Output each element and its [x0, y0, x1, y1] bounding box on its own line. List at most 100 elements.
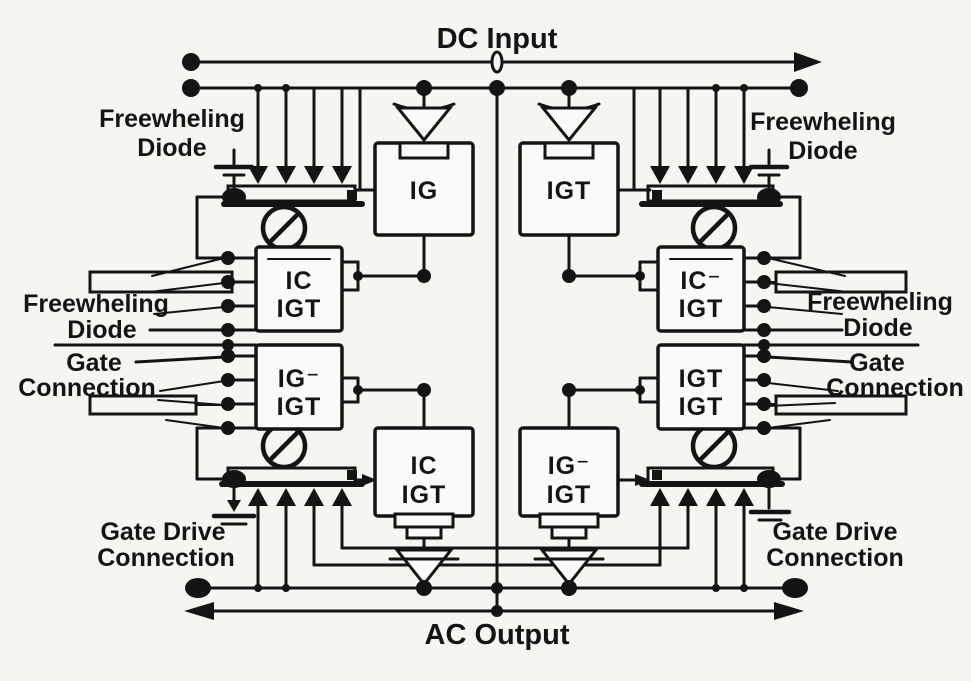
svg-text:Gate Drive: Gate Drive: [772, 518, 897, 546]
ac-output-label: AC Output: [425, 619, 570, 651]
busbar-top-right: [646, 184, 775, 203]
connector-upper-left: [340, 233, 431, 292]
igbt-module-top-right: IGT: [518, 141, 620, 237]
svg-text:Gate Drive: Gate Drive: [100, 518, 225, 546]
module-label: IC: [411, 452, 438, 480]
diode-symbol-icon-top-right: [748, 148, 790, 189]
igbt-module-bottom-right: IG⁻ IGT: [518, 426, 620, 540]
module-label: IG⁻: [548, 452, 591, 480]
prohibition-icon-bottom-right: [690, 422, 738, 470]
svg-text:Connection: Connection: [826, 374, 964, 402]
freewheeling-cluster-top-right: [616, 88, 790, 207]
module-label: IGT: [277, 393, 322, 421]
dc-midpoint-oval: [490, 50, 504, 74]
svg-text:Connection: Connection: [97, 544, 235, 572]
diode-arrow-icon: [276, 166, 296, 184]
dc-input-rail: DC Input: [182, 23, 822, 97]
junction-dot: [222, 470, 246, 488]
valve-icon-bottom-right: [533, 536, 605, 587]
leader-lines-gate-right: [766, 355, 854, 429]
label-freewheeling-mid-right: Freewheling Diode: [807, 288, 953, 342]
dc-terminal-dot-left: [182, 53, 200, 71]
junction-dot: [757, 470, 781, 488]
diode-symbol-icon-top-left: [213, 148, 255, 189]
module-label: IGT: [547, 481, 592, 509]
leader-lines-left-mid: [148, 257, 226, 332]
gate-arrow-icon: [332, 488, 352, 506]
ac-rail-arrow-left: [184, 602, 214, 620]
svg-text:Freewheling: Freewheling: [99, 105, 245, 133]
label-freewheeling-top-left: Freewheling Diode: [99, 105, 245, 162]
prohibition-icon-top-left: [260, 204, 308, 252]
connector-upper-right: [562, 233, 660, 292]
igbt-module-mid-left-upper: IC IGT: [254, 245, 344, 333]
label-gate-drive-left: Gate Drive Connection: [97, 518, 235, 572]
svg-text:Diode: Diode: [843, 314, 913, 342]
svg-text:Gate: Gate: [66, 349, 122, 377]
gate-arrow-icon: [276, 488, 296, 506]
svg-text:Connection: Connection: [18, 374, 156, 402]
diode-arrow-icon: [304, 166, 324, 184]
freewheeling-cluster-top-left: [213, 88, 377, 207]
gate-arrow-icon: [706, 488, 726, 506]
connector-lower-left: [340, 376, 431, 430]
diode-arrow-icon: [706, 166, 726, 184]
module-label: IGT: [679, 393, 724, 421]
svg-text:Diode: Diode: [137, 134, 207, 162]
module-label: IGT: [402, 481, 447, 509]
igbt-module-top-left: IG: [373, 141, 475, 237]
label-freewheeling-top-right: Freewheling Diode: [750, 108, 896, 165]
label-gate-drive-right: Gate Drive Connection: [766, 518, 904, 572]
svg-text:Diode: Diode: [67, 316, 137, 344]
module-label: IG⁻: [278, 365, 321, 393]
module-label: IG: [410, 177, 438, 205]
gate-drive-cluster-bottom-right: [616, 466, 792, 590]
label-gate-connection-right: Gate Connection: [826, 349, 964, 402]
module-label: IC: [286, 267, 313, 295]
gate-pin-column-right: [742, 195, 920, 481]
igbt-module-mid-right-lower: IGT IGT: [656, 343, 746, 431]
svg-text:Freewheling: Freewheling: [807, 288, 953, 316]
gate-drive-terminal-right: [782, 578, 808, 598]
signal-bus-rect-left-upper: [88, 270, 234, 294]
prohibition-icon-bottom-left: [260, 422, 308, 470]
gate-drive-cluster-bottom-left: [211, 466, 690, 590]
svg-text:Connection: Connection: [766, 544, 904, 572]
module-label: IC⁻: [680, 267, 721, 295]
svg-text:Freewheling: Freewheling: [23, 290, 169, 318]
gate-pin-column-left: [53, 195, 258, 481]
svg-text:Diode: Diode: [788, 137, 858, 165]
leader-lines-right-mid: [766, 257, 849, 332]
diode-arrow-icon: [650, 166, 670, 184]
dc-input-label: DC Input: [437, 23, 558, 55]
svg-text:Gate: Gate: [849, 349, 905, 377]
igbt-module-bottom-left: IC IGT: [373, 426, 475, 540]
label-gate-connection-left: Gate Connection: [18, 349, 156, 402]
valve-icon-top-left: [392, 88, 456, 143]
diode-arrow-icon: [678, 166, 698, 184]
ac-rail-arrow-right: [774, 602, 804, 620]
busbar-bottom-left: [226, 466, 357, 485]
module-label: IGT: [679, 365, 724, 393]
igbt-module-mid-right-upper: IC⁻ IGT: [656, 245, 746, 333]
ground-icon-bottom-right: [748, 486, 792, 522]
ac-output-rail: AC Output: [184, 578, 808, 651]
valve-icon-top-right: [537, 88, 601, 143]
connector-lower-right: [562, 376, 660, 430]
gate-arrow-icon: [304, 488, 324, 506]
igbt-module-mid-left-lower: IG⁻ IGT: [254, 343, 344, 431]
diode-arrow-icon: [332, 166, 352, 184]
busbar-top-left: [226, 184, 357, 203]
gate-arrow-icon: [650, 488, 670, 506]
module-label: IGT: [277, 295, 322, 323]
gate-drive-terminal-left: [185, 578, 211, 598]
label-freewheeling-mid-left: Freewheling Diode: [23, 290, 169, 344]
valve-icon-bottom-left: [388, 536, 460, 587]
ground-icon-bottom-left: [211, 486, 257, 526]
gate-arrow-icon: [734, 488, 754, 506]
prohibition-icon-top-right: [690, 204, 738, 252]
gate-arrow-icon: [248, 488, 268, 506]
busbar-bottom-right: [646, 466, 775, 485]
